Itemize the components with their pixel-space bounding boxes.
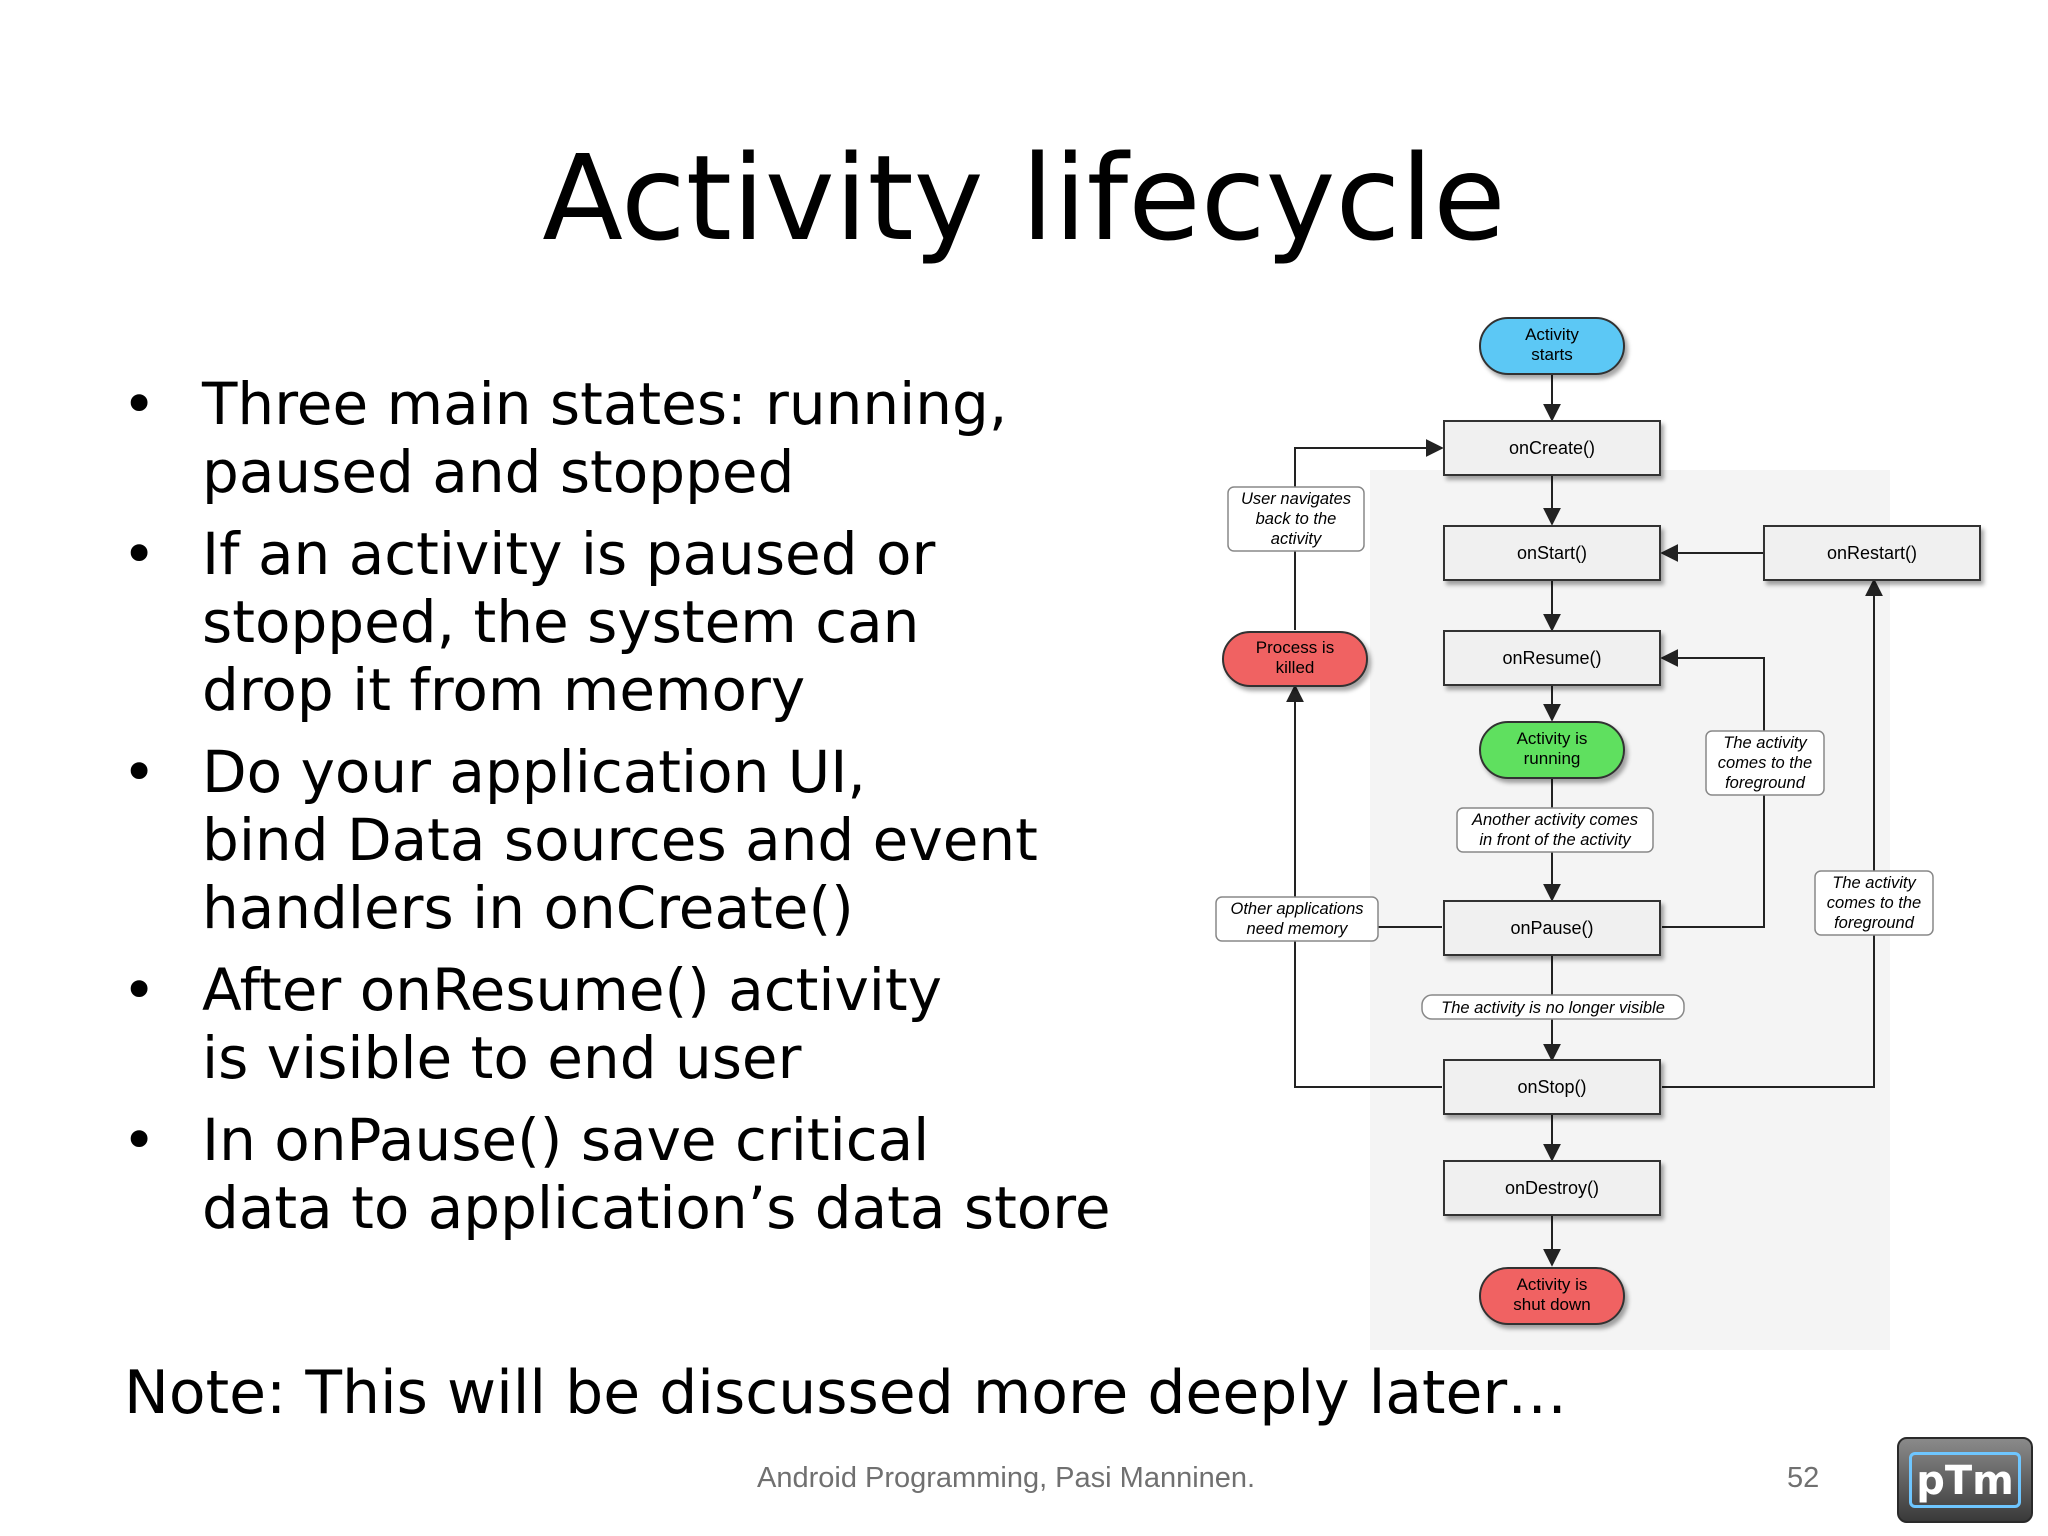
bullet-item: • Do your application UI, bind Data sourc… [118,738,1178,942]
bullet-item: • If an activity is paused or stopped, th… [118,520,1178,724]
label-text: The activity is no longer visible [1441,999,1665,1017]
node-text: Activity is [1517,1275,1588,1294]
node-on-destroy: onDestroy() [1443,1160,1661,1216]
note-text: Note: This will be discussed more deeply… [124,1358,1568,1428]
node-on-resume: onResume() [1443,630,1661,686]
bullet-dot-icon: • [122,520,157,588]
bullet-list: • Three main states: running, paused and … [118,370,1178,1256]
bullet-dot-icon: • [122,956,157,1024]
bullet-text: Three main states: running, paused and s… [202,370,1008,506]
bullet-text: After onResume() activity is visible to … [202,956,942,1092]
node-text: killed [1276,658,1315,677]
page-number: 52 [1787,1462,1820,1494]
label-another-activity: Another activity comes in front of the a… [1456,807,1654,853]
bullet-text: Do your application UI, bind Data source… [202,738,1038,942]
arrow-stop-restart [1662,578,1883,1088]
node-text: onDestroy() [1505,1178,1599,1198]
label-text: The activity [1832,874,1917,892]
label-text: foreground [1725,774,1806,792]
node-text: shut down [1513,1295,1591,1314]
node-activity-running: Activity is running [1479,721,1625,779]
node-on-pause: onPause() [1443,900,1661,956]
arrow-killed-create [1294,439,1444,630]
label-foreground-restart: The activity comes to the foreground [1814,870,1934,936]
label-text: in front of the activity [1479,831,1632,849]
node-activity-starts: Activity starts [1479,317,1625,375]
bullet-item: • Three main states: running, paused and … [118,370,1178,506]
node-text: starts [1531,345,1573,364]
node-text: onPause() [1510,918,1593,938]
label-text: Another activity comes [1471,811,1638,829]
bullet-text: If an activity is paused or stopped, the… [202,520,936,724]
label-foreground-resume: The activity comes to the foreground [1705,730,1825,796]
node-on-create: onCreate() [1443,420,1661,476]
node-process-killed: Process is killed [1222,631,1368,687]
node-text: running [1524,749,1581,768]
label-text: comes to the [1718,754,1812,772]
node-on-start: onStart() [1443,525,1661,581]
label-other-apps-memory: Other applications need memory [1215,896,1379,942]
bullet-text: In onPause() save critical data to appli… [202,1106,1111,1242]
bullet-dot-icon: • [122,1106,157,1174]
footer-text: Android Programming, Pasi Manninen. [757,1462,1256,1494]
bullet-dot-icon: • [122,370,157,438]
node-on-restart: onRestart() [1763,525,1981,581]
line-pause-stop-memory [1294,926,1442,1088]
node-text: onResume() [1502,648,1601,668]
node-text: Activity [1525,325,1579,344]
label-text: foreground [1834,914,1915,932]
label-text: comes to the [1827,894,1921,912]
label-text: back to the [1256,510,1337,528]
label-text: Other applications [1231,900,1364,918]
label-text: need memory [1247,920,1350,938]
node-text: onCreate() [1509,438,1595,458]
node-text: Process is [1256,638,1334,657]
label-user-navigates-back: User navigates back to the activity [1227,486,1365,552]
bullet-dot-icon: • [122,738,157,806]
node-text: Activity is [1517,729,1588,748]
bullet-item: • After onResume() activity is visible to… [118,956,1178,1092]
node-text: onStop() [1517,1077,1586,1097]
label-text: activity [1271,530,1323,548]
node-text: onStart() [1517,543,1587,563]
node-activity-shut-down: Activity is shut down [1479,1267,1625,1325]
bullet-item: • In onPause() save critical data to appl… [118,1106,1178,1242]
slide-title: Activity lifecycle [542,129,1506,267]
logo-text: pTm [1909,1452,2021,1508]
edge-labels: User navigates back to the activity The … [1215,486,1934,1020]
label-text: User navigates [1241,490,1351,508]
node-text: onRestart() [1827,543,1917,563]
ptm-logo: pTm [1897,1437,2033,1523]
node-on-stop: onStop() [1443,1059,1661,1115]
label-text: The activity [1723,734,1808,752]
label-no-longer-visible: The activity is no longer visible [1421,994,1685,1020]
